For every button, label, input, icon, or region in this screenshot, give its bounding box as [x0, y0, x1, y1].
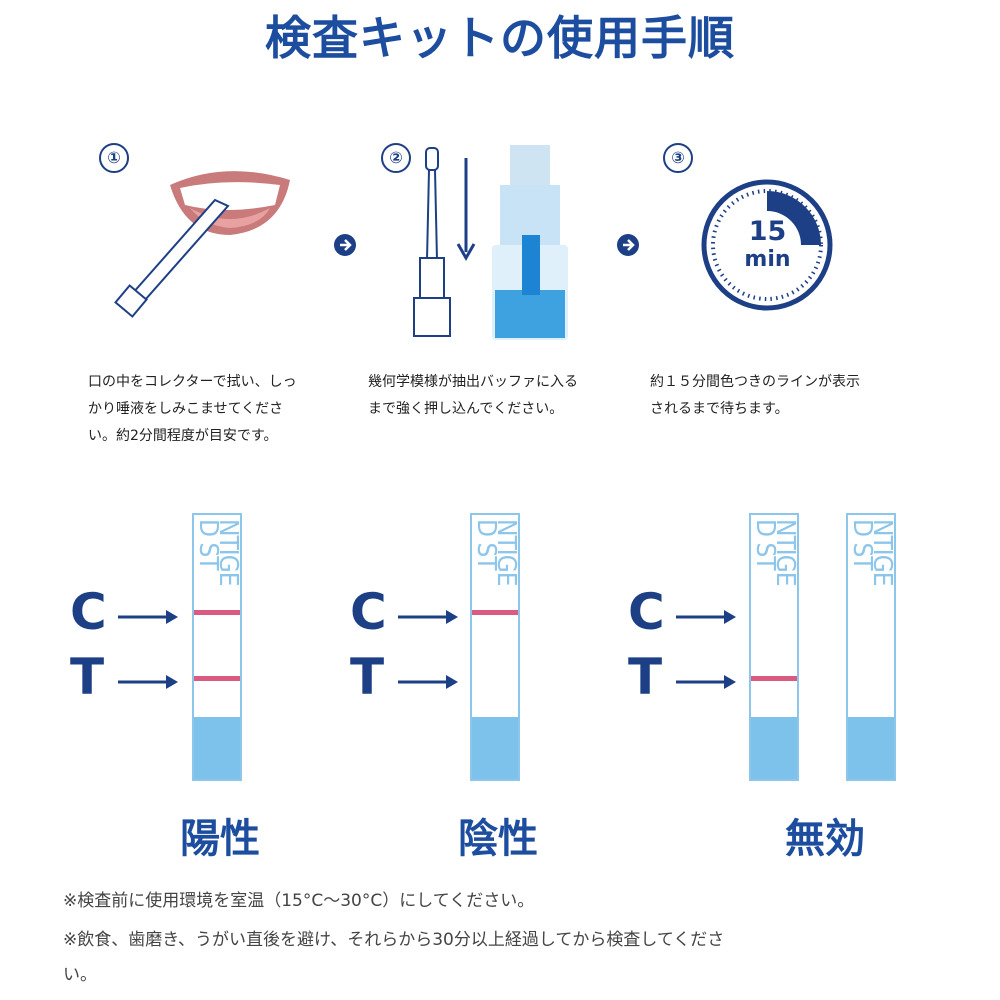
arrow-right-icon — [398, 610, 458, 624]
arrow-right-icon — [676, 675, 736, 689]
step-number-1: ① — [99, 143, 129, 173]
note-eating: ※飲食、歯磨き、うがい直後を避け、それらから30分以上経過してから検査してくださ — [63, 930, 725, 950]
control-line — [472, 610, 518, 615]
next-arrow-icon — [334, 234, 356, 256]
control-marker: C — [628, 583, 665, 641]
sample-pad — [194, 717, 240, 779]
arrow-right-icon — [398, 675, 458, 689]
step-2-text: 幾何学模様が抽出バッファに入るまで強く押し込んでください。 — [368, 374, 578, 417]
test-marker: T — [350, 648, 385, 706]
control-marker: C — [350, 583, 387, 641]
result-label-negative: 陰性 — [458, 816, 538, 862]
note-eating-cont: い。 — [63, 965, 97, 985]
test-line — [751, 676, 797, 681]
result-label-positive: 陽性 — [180, 816, 260, 862]
sample-pad — [848, 717, 894, 779]
timer-unit: min — [744, 247, 791, 272]
swab-buffer-illustration — [413, 145, 568, 340]
sample-pad — [472, 717, 518, 779]
control-line — [194, 610, 240, 615]
step-number-2: ② — [381, 143, 411, 173]
arrow-right-icon — [118, 675, 178, 689]
timer-value: 15 — [748, 216, 787, 247]
step-3-text: 約１５分間色つきのラインが表示されるまで待ちます。 — [650, 374, 860, 417]
note-temperature: ※検査前に使用環境を室温（15°C～30°C）にしてください。 — [63, 891, 535, 911]
page-title: 検査キットの使用手順 — [265, 11, 735, 65]
control-marker: C — [70, 583, 107, 641]
next-arrow-icon — [617, 234, 639, 256]
arrow-right-icon — [118, 610, 178, 624]
sample-pad — [751, 717, 797, 779]
arrow-right-icon — [676, 610, 736, 624]
test-marker: T — [628, 648, 663, 706]
step-1-text: 口の中をコレクターで拭い、しっかり唾液をしみこませてください。約2分間程度が目安… — [88, 374, 297, 444]
test-line — [194, 676, 240, 681]
test-marker: T — [70, 648, 105, 706]
mouth-swab-illustration — [114, 171, 290, 318]
timer-icon — [701, 179, 833, 311]
result-label-invalid: 無効 — [785, 816, 865, 862]
step-number-3: ③ — [663, 143, 693, 173]
